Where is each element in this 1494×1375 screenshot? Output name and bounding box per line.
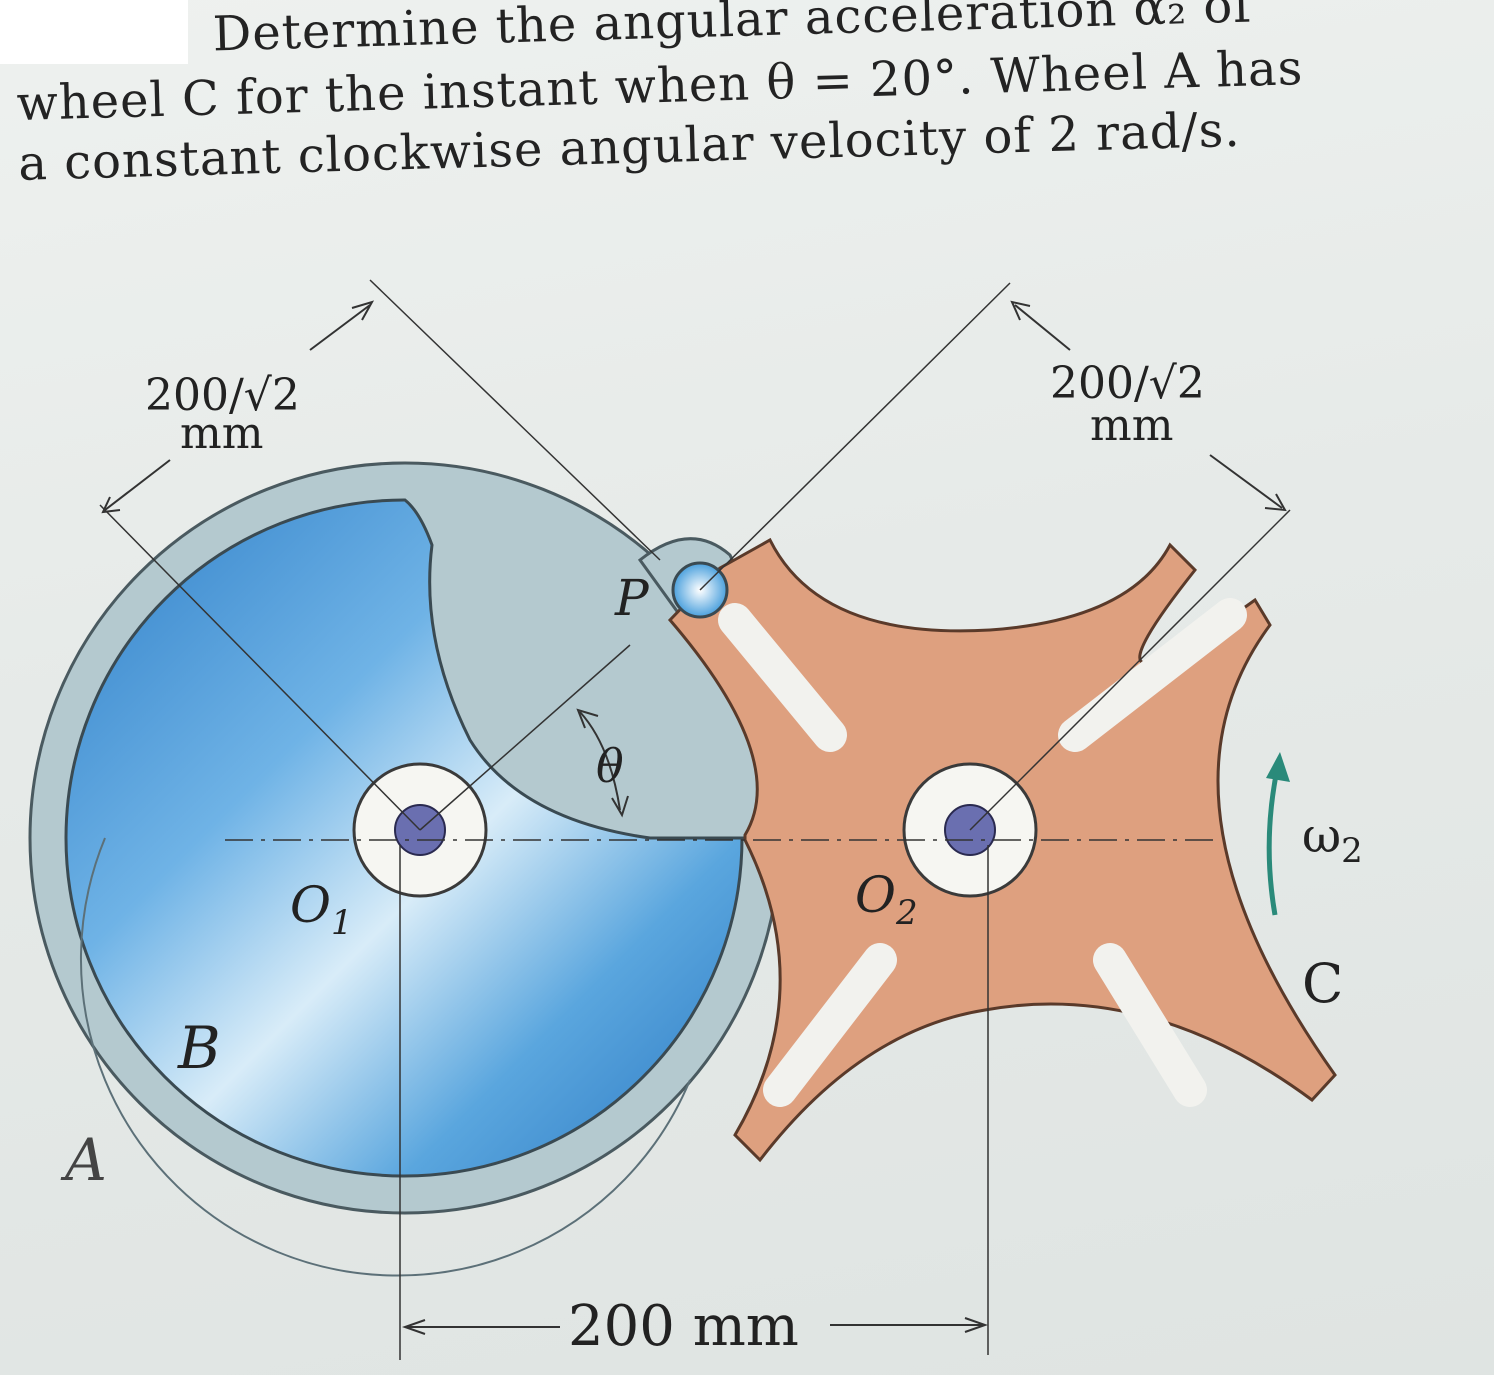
- label-theta: θ: [596, 739, 624, 793]
- slot-lower-left: [763, 943, 897, 1107]
- dim-left-value: 200/√2: [145, 370, 300, 421]
- label-c: C: [1302, 952, 1343, 1015]
- slot-upper-right: [1058, 598, 1247, 752]
- label-p: P: [614, 569, 650, 627]
- construction-lines: [99, 279, 1291, 1360]
- label-a: A: [60, 1126, 107, 1194]
- slot-upper-left: [718, 603, 847, 752]
- dim-right-value: 200/√2: [1050, 358, 1205, 409]
- dimension-arrows: [101, 300, 1287, 1335]
- dim-right-unit: mm: [1090, 400, 1173, 451]
- label-o1: O1: [290, 876, 353, 943]
- label-b: B: [177, 1014, 221, 1082]
- white-corner-patch: [0, 0, 188, 64]
- label-omega: ω2: [1302, 808, 1363, 871]
- dim-left-unit: mm: [180, 408, 263, 459]
- label-o2: O2: [855, 866, 918, 933]
- dim-bottom: 200 mm: [568, 1294, 799, 1359]
- slot-lower-right: [1093, 943, 1207, 1107]
- omega-arrow-icon: [1266, 752, 1290, 916]
